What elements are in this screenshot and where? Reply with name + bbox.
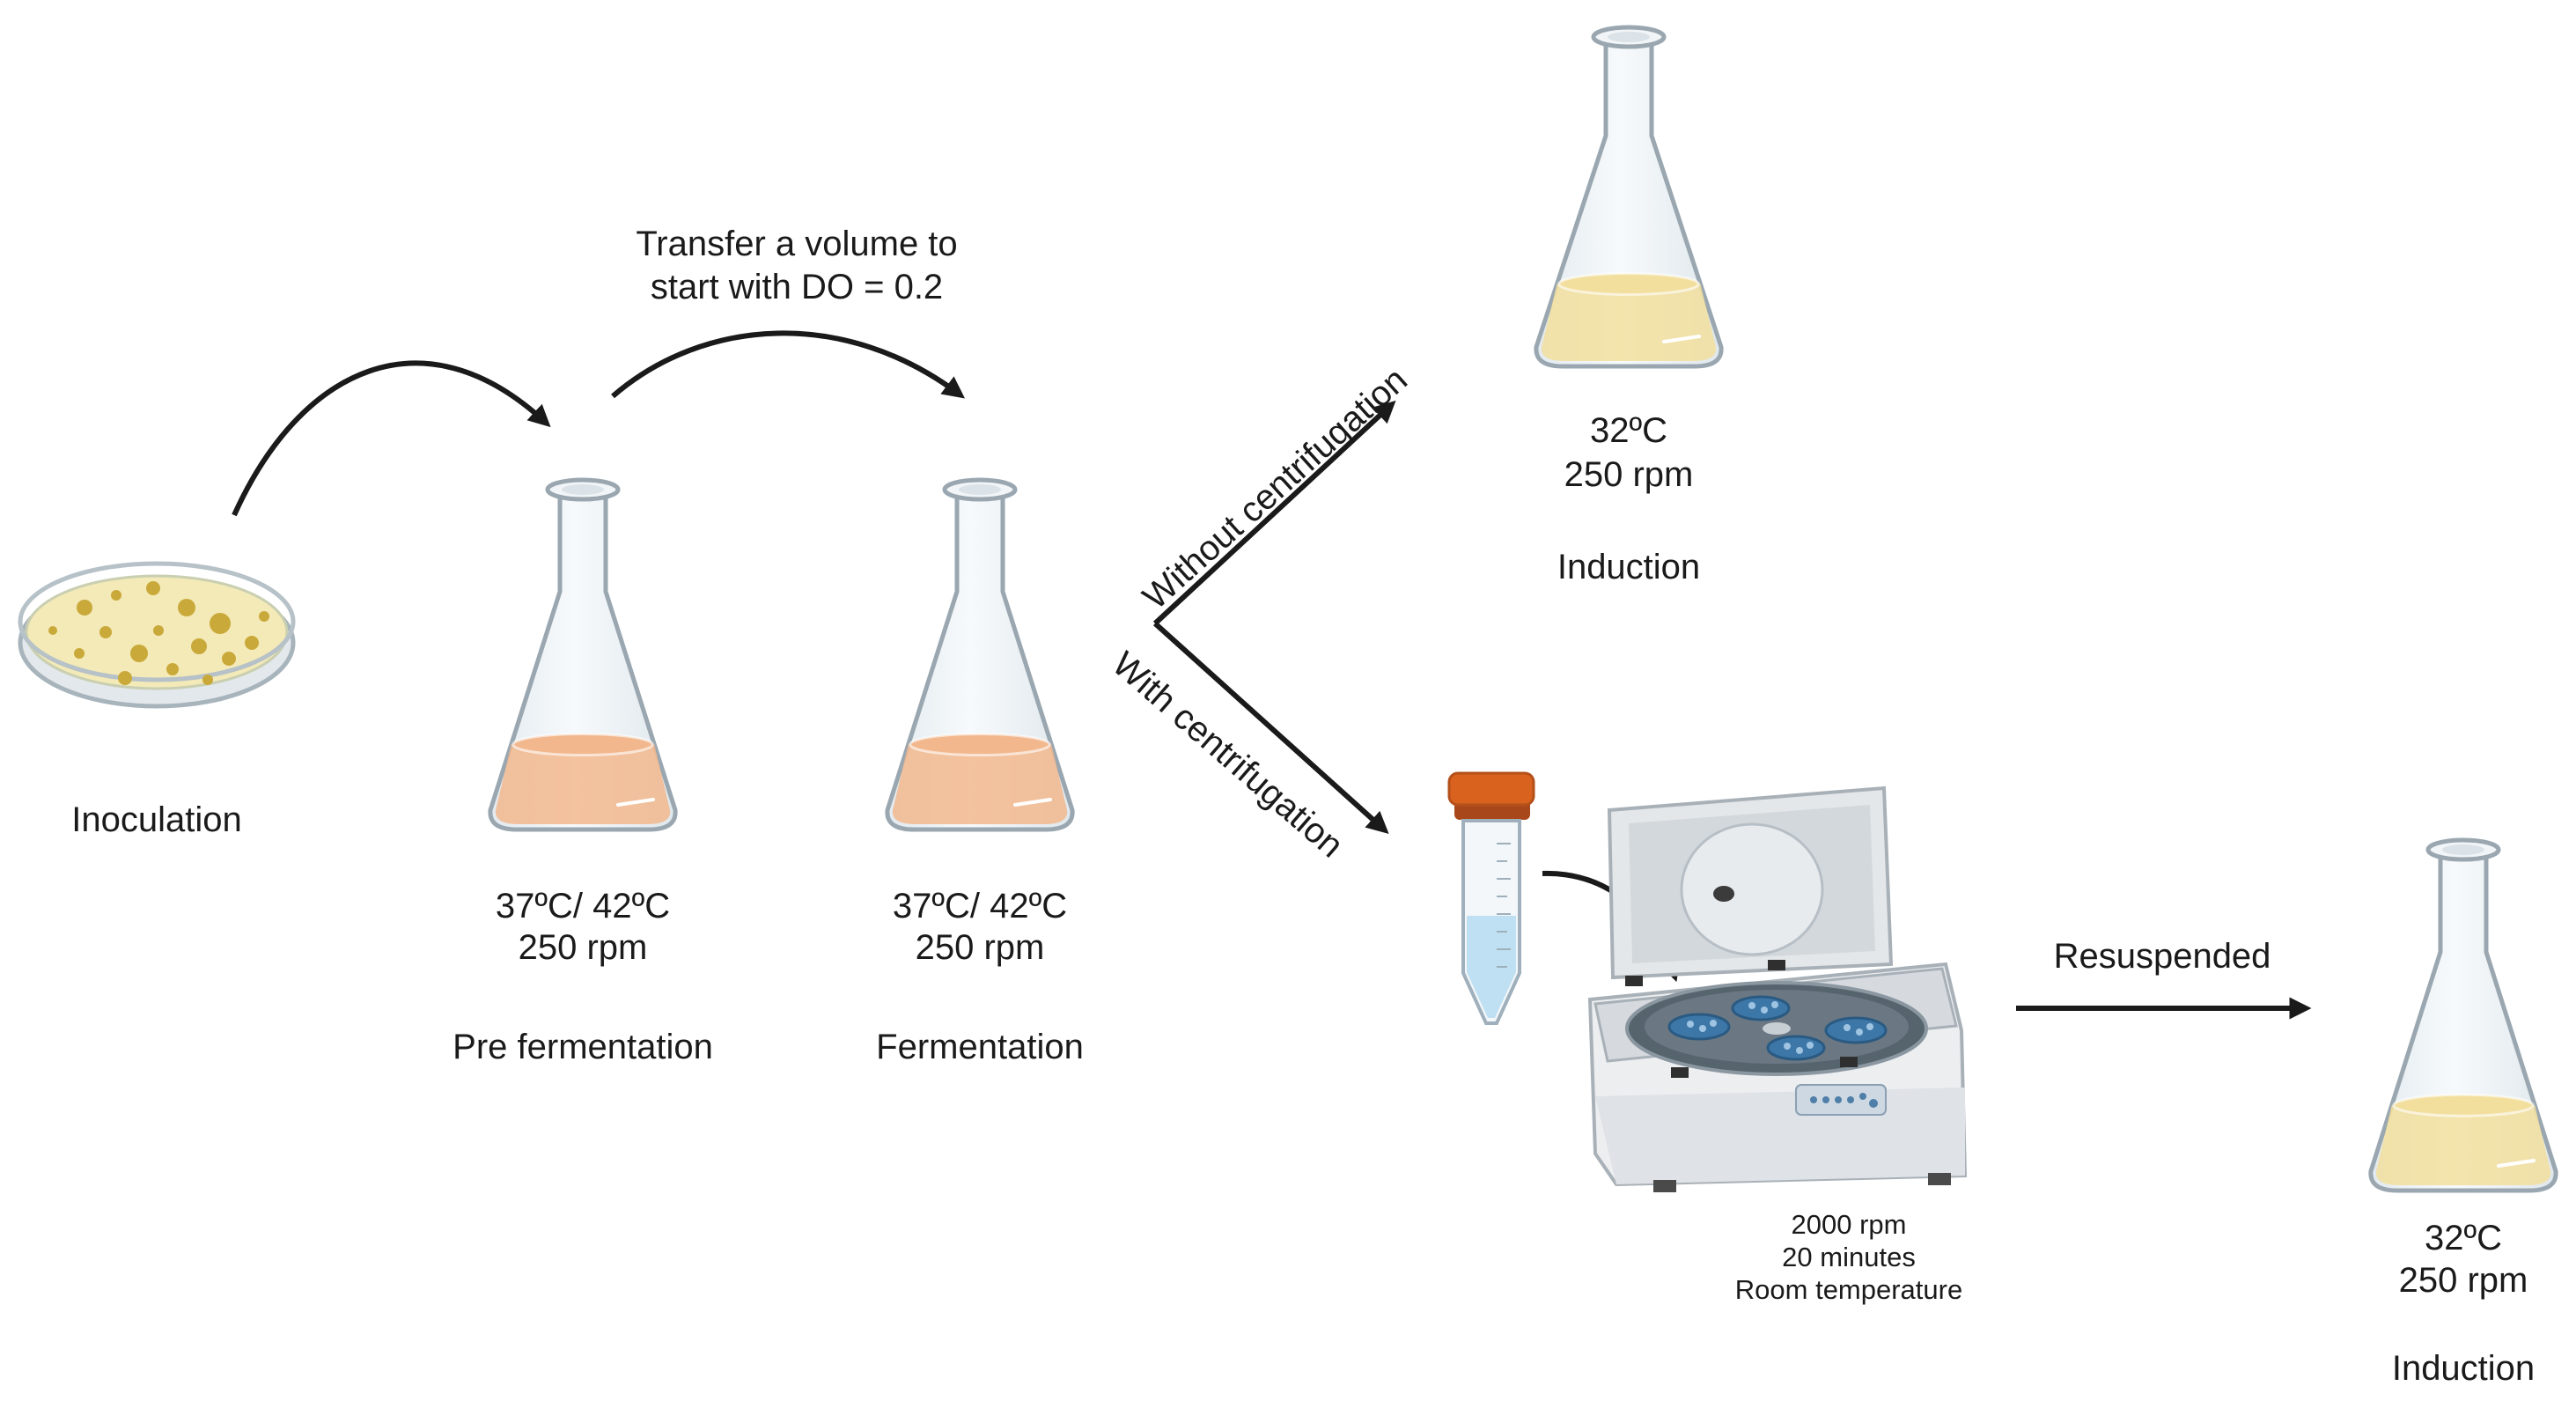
colony-dots: [48, 581, 269, 685]
flask-highlight: [1013, 798, 1052, 807]
arrow-inoculation-to-pre: [232, 360, 551, 517]
petri-dish-icon: [18, 561, 296, 709]
flask-opening: [1608, 32, 1650, 42]
flask-medium-surface: [512, 733, 654, 756]
induction-resuspended-speed: 250 rpm: [2398, 1261, 2528, 1300]
arrow-with-centrifugation: [1152, 621, 1389, 835]
inoculation-label: Inoculation: [71, 800, 242, 839]
pre-fermentation-label: Pre fermentation: [453, 1028, 713, 1066]
transfer-label-line-1: Transfer a volume to: [636, 225, 958, 263]
centrifugation-temperature: Room temperature: [1734, 1274, 1963, 1305]
falcon-tube-icon: [1447, 771, 1535, 1025]
transfer-label-line-2: start with DO = 0.2: [650, 268, 944, 306]
induction-direct-label: Induction: [1557, 548, 1701, 586]
induction-resuspended-temperature: 32ºC: [2425, 1219, 2502, 1257]
arrow-pre-to-fermentation: [611, 330, 966, 399]
flask-medium: [2375, 1105, 2551, 1185]
erlenmeyer-flask-icon: [1534, 25, 1724, 369]
fermentation-temperature: 37ºC/ 42ºC: [892, 887, 1068, 925]
flask-highlight: [1662, 335, 1701, 343]
pre-fermentation-temperature: 37ºC/ 42ºC: [495, 887, 671, 925]
erlenmeyer-flask-icon: [488, 477, 678, 832]
resuspended-label: Resuspended: [2053, 937, 2271, 976]
fermentation-speed: 250 rpm: [915, 928, 1045, 967]
flask-medium-surface: [909, 733, 1051, 756]
flask-highlight: [616, 798, 655, 807]
arrow-without-centrifugation: [1152, 400, 1396, 626]
erlenmeyer-flask-icon: [2368, 837, 2558, 1193]
fermentation-label: Fermentation: [876, 1028, 1084, 1066]
induction-direct-temperature: 32ºC: [1590, 411, 1667, 450]
centrifugation-speed: 2000 rpm: [1791, 1209, 1907, 1240]
flask-medium: [892, 744, 1068, 824]
flask-highlight: [2497, 1159, 2536, 1168]
flask-medium-surface: [2392, 1093, 2535, 1117]
centrifuge-icon: [1587, 785, 1968, 1192]
flask-opening: [2442, 844, 2484, 855]
centrifugation-duration: 20 minutes: [1782, 1242, 1916, 1272]
flask-opening: [562, 484, 604, 495]
erlenmeyer-flask-icon: [885, 477, 1075, 832]
induction-direct-speed: 250 rpm: [1564, 455, 1694, 494]
flask-opening: [959, 484, 1001, 495]
induction-resuspended-label: Induction: [2391, 1349, 2536, 1388]
flask-medium: [495, 744, 671, 824]
flask-medium-surface: [1557, 272, 1700, 296]
pre-fermentation-speed: 250 rpm: [518, 928, 648, 967]
